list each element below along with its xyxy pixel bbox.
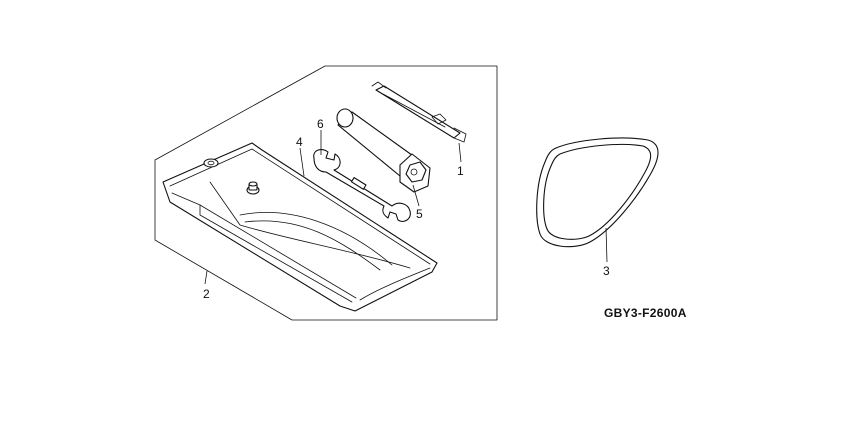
open-end-spanner — [313, 149, 411, 222]
tool-roll-bag — [162, 142, 438, 312]
v-belt — [536, 137, 659, 248]
callout-3: 3 — [603, 264, 610, 278]
diagram-code: GBY3-F2600A — [604, 306, 687, 320]
callout-1: 1 — [457, 164, 464, 178]
callout-6: 6 — [317, 117, 324, 131]
callout-2: 2 — [203, 287, 210, 301]
callout-5: 5 — [416, 207, 423, 221]
snap-button-top — [203, 158, 219, 168]
box-wrench — [336, 108, 431, 193]
screwdriver — [371, 81, 467, 143]
callout-4: 4 — [296, 135, 303, 149]
kit-group-outline — [154, 65, 498, 321]
